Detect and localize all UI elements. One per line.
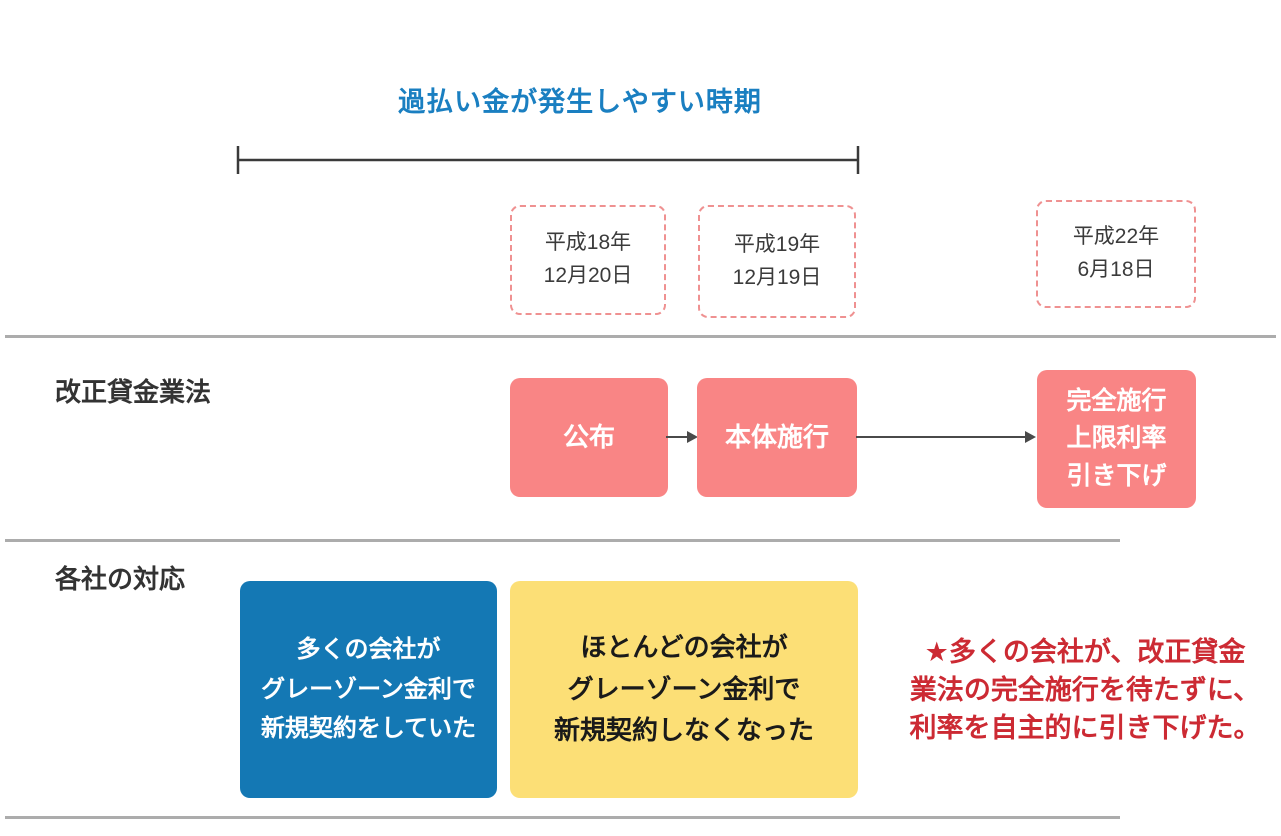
box-line: グレーゾーン金利で xyxy=(261,675,476,703)
box-line: 多くの会社が xyxy=(296,636,441,664)
date-line: 12月20日 xyxy=(543,264,633,287)
date-line: 6月18日 xyxy=(1077,258,1155,281)
box-line: ほとんどの会社が xyxy=(580,632,788,663)
page-title: 過払い金が発生しやすい時期 xyxy=(398,87,762,117)
box-line: 新規契約をしていた xyxy=(260,715,477,743)
step-box-promulgation: 公布 xyxy=(510,378,668,497)
date-box-heisei18: 平成18年 12月20日 xyxy=(510,205,666,315)
step-box-full-enforcement: 完全施行 上限利率 引き下げ xyxy=(1037,370,1196,508)
note-line: 利率を自主的に引き下げた。 xyxy=(909,712,1261,743)
date-line: 12月19日 xyxy=(732,265,822,289)
timeline-bracket xyxy=(236,146,860,174)
arrow-right-icon xyxy=(856,431,1036,443)
row-label-law: 改正貸金業法 xyxy=(55,377,212,407)
note-text: ★多くの会社が、改正貸金 業法の完全施行を待たずに、 利率を自主的に引き下げた。 xyxy=(895,634,1275,747)
divider-top xyxy=(5,335,1276,338)
arrow-right-icon xyxy=(666,431,698,443)
step-line: 引き下げ xyxy=(1066,461,1167,490)
note-line: ★多くの会社が、改正貸金 xyxy=(924,637,1246,667)
note-line: 業法の完全施行を待たずに、 xyxy=(909,674,1261,705)
divider-middle xyxy=(5,539,1120,542)
date-box-heisei19: 平成19年 12月19日 xyxy=(698,205,856,318)
box-line: グレーゾーン金利で xyxy=(567,673,801,704)
step-line: 上限利率 xyxy=(1066,424,1167,453)
date-line: 平成18年 xyxy=(544,231,632,255)
blue-box-gray-zone-contracts: 多くの会社が グレーゾーン金利で 新規契約をしていた xyxy=(240,581,497,798)
row-label-companies: 各社の対応 xyxy=(55,564,186,594)
step-line: 完全施行 xyxy=(1066,386,1167,415)
step-label: 公布 xyxy=(562,421,615,452)
date-line: 平成22年 xyxy=(1072,225,1160,249)
box-line: 新規契約しなくなった xyxy=(553,715,814,746)
step-box-main-enforcement: 本体施行 xyxy=(697,378,857,497)
yellow-box-no-new-contracts: ほとんどの会社が グレーゾーン金利で 新規契約しなくなった xyxy=(510,581,858,798)
divider-bottom xyxy=(5,816,1120,819)
date-line: 平成19年 xyxy=(733,232,821,256)
date-box-heisei22: 平成22年 6月18日 xyxy=(1036,200,1196,308)
step-label: 本体施行 xyxy=(724,421,829,452)
